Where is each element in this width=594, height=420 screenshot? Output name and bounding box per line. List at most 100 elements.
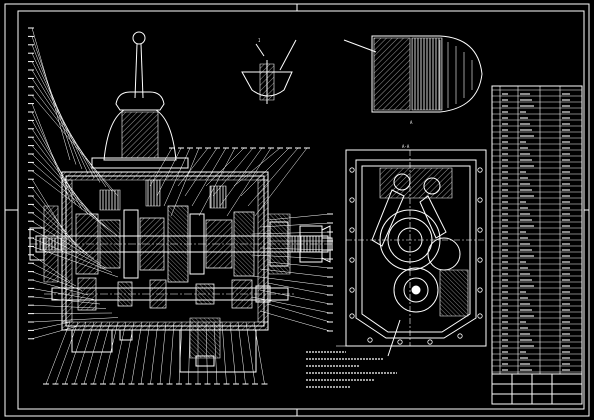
- technical-notes: [306, 346, 397, 387]
- leader-line: [248, 148, 298, 206]
- flange-bolt-holes: [350, 168, 482, 344]
- leader-line: [32, 70, 100, 183]
- leader-line: [32, 230, 106, 268]
- leader-line: [227, 148, 271, 216]
- leader-line: [141, 322, 150, 384]
- leader-line: [32, 313, 112, 314]
- bolt-hole: [478, 314, 482, 318]
- leader-line: [189, 322, 191, 384]
- leader-line: [238, 322, 246, 384]
- leader-line: [32, 129, 88, 214]
- leader-line: [199, 148, 235, 216]
- leader-line: [252, 297, 330, 313]
- detail-label-a: A: [410, 120, 413, 125]
- leader-line: [32, 120, 82, 209]
- leader-line: [241, 148, 289, 196]
- leader-line: [32, 255, 70, 282]
- parts-list-table: [492, 86, 582, 404]
- leader-line: [151, 322, 159, 384]
- leader-line: [32, 204, 88, 254]
- leader-line: [32, 305, 106, 308]
- leader-line: [32, 213, 94, 259]
- leader-line: [32, 263, 76, 286]
- detail-view-half-gear: A A-A: [344, 36, 482, 149]
- leader-line: [122, 322, 134, 384]
- leader-line: [32, 288, 94, 299]
- leader-line: [164, 148, 190, 206]
- bolt-hole: [350, 314, 354, 318]
- leader-line: [56, 322, 79, 384]
- leader-line: [260, 311, 330, 331]
- leader-line: [32, 179, 70, 241]
- bolt-hole: [350, 228, 354, 232]
- leader-line: [170, 322, 175, 384]
- output-flange: [268, 214, 330, 274]
- leader-line: [32, 280, 88, 295]
- leader-line: [32, 297, 100, 304]
- leader-line: [32, 171, 118, 237]
- section-label: A-A: [402, 144, 410, 149]
- leader-line: [234, 148, 280, 186]
- leader-line: [103, 322, 118, 384]
- bolt-hole: [350, 168, 354, 172]
- leader-line: [179, 322, 182, 384]
- leader-line: [32, 322, 70, 330]
- detail-view-small-cup: I: [242, 38, 296, 104]
- leader-line: [260, 223, 330, 227]
- leader-line: [230, 322, 236, 384]
- leader-line: [132, 322, 143, 384]
- leader-line: [220, 148, 262, 206]
- counter-shaft: [44, 278, 296, 310]
- leader-line: [32, 318, 118, 323]
- leader-line: [268, 214, 330, 220]
- bolt-hole: [478, 168, 482, 172]
- leader-line: [213, 148, 253, 196]
- leader-line: [260, 248, 330, 250]
- bolt-hole: [478, 228, 482, 232]
- leader-line: [157, 148, 181, 196]
- leader-line: [268, 262, 330, 268]
- bolt-hole: [478, 258, 482, 262]
- leader-line: [252, 232, 330, 234]
- leader-line: [32, 137, 94, 218]
- leader-line: [252, 255, 330, 259]
- leader-line: [260, 290, 330, 304]
- leader-line: [206, 322, 208, 384]
- leader-line: [113, 322, 127, 384]
- leader-line: [214, 322, 217, 384]
- leader-line: [32, 87, 112, 192]
- leader-line: [255, 148, 307, 216]
- leader-line: [32, 246, 118, 277]
- leader-line: [171, 148, 199, 216]
- leader-line: [32, 62, 94, 178]
- leader-line: [178, 148, 208, 186]
- leader-line: [260, 269, 330, 277]
- bolt-hole: [350, 198, 354, 202]
- leader-line: [46, 322, 70, 384]
- leader-line: [192, 148, 226, 206]
- leader-line: [160, 322, 166, 384]
- leader-line: [32, 78, 106, 187]
- detail-label-i: I: [258, 38, 261, 43]
- leader-line: [84, 322, 102, 384]
- leader-line: [75, 322, 95, 384]
- leader-line: [246, 322, 255, 384]
- bolt-hole: [478, 198, 482, 202]
- leader-line: [185, 148, 217, 196]
- leader-line: [268, 304, 330, 322]
- leader-line: [32, 162, 112, 232]
- leader-line: [252, 276, 330, 286]
- leader-line: [32, 112, 76, 205]
- leader-line: [32, 196, 82, 250]
- leader-line: [32, 272, 82, 291]
- leader-line: [222, 322, 227, 384]
- leader-line: [254, 322, 265, 384]
- end-view-section: [346, 150, 486, 356]
- leader-line: [150, 148, 172, 186]
- leader-line: [65, 322, 86, 384]
- leader-lines: [28, 28, 333, 384]
- leader-line: [94, 322, 111, 384]
- leader-line: [268, 283, 330, 295]
- leader-line: [32, 53, 88, 173]
